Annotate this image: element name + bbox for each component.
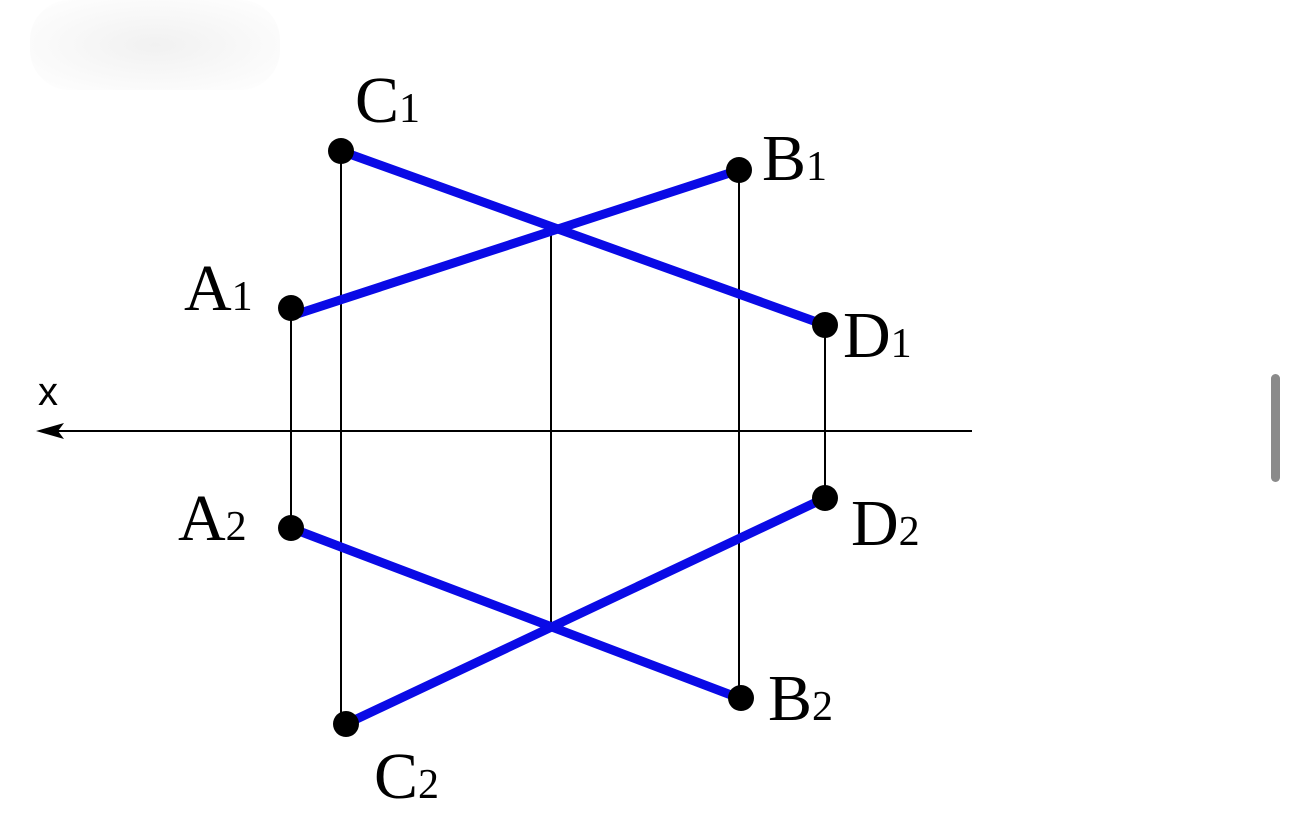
segment-c1-d1 bbox=[336, 146, 830, 330]
point-d1 bbox=[812, 312, 838, 338]
segment-c2-d2 bbox=[341, 493, 830, 729]
point-d2 bbox=[812, 485, 838, 511]
label-b2: B2 bbox=[768, 662, 833, 735]
label-c2: C2 bbox=[374, 740, 439, 813]
point-b2 bbox=[728, 685, 754, 711]
point-c2 bbox=[333, 711, 359, 737]
vertical-scrollbar[interactable] bbox=[1271, 374, 1280, 482]
label-a2: A2 bbox=[178, 482, 247, 555]
label-c1: C1 bbox=[355, 64, 420, 137]
point-a1 bbox=[278, 295, 304, 321]
label-a1: A1 bbox=[184, 252, 253, 325]
x-axis-label: x bbox=[38, 370, 58, 414]
label-d1: D1 bbox=[843, 299, 912, 372]
segment-a2-b2 bbox=[286, 523, 744, 703]
background-smudge bbox=[30, 0, 280, 90]
point-b1 bbox=[726, 157, 752, 183]
point-c1 bbox=[328, 138, 354, 164]
x-axis-arrowhead bbox=[36, 423, 64, 439]
point-a2 bbox=[278, 515, 304, 541]
segment-a1-b1 bbox=[286, 165, 744, 321]
label-d2: D2 bbox=[851, 487, 920, 560]
label-b1: B1 bbox=[762, 122, 827, 195]
